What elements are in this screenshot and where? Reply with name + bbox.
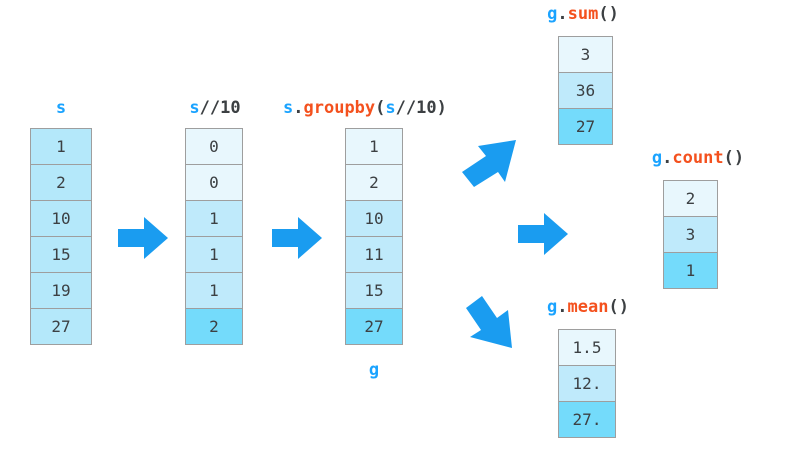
table-cell: 1 [345, 128, 403, 165]
table-cell: 10 [30, 200, 92, 237]
code-token-0: g [368, 360, 380, 380]
arrow-groupby-to-count [518, 209, 568, 259]
table-cell: 10 [345, 200, 403, 237]
table-cell: 36 [558, 72, 613, 109]
result-sum-label: g.sum() [528, 4, 638, 24]
table-cell: 27. [558, 401, 616, 438]
code-token-0: g [651, 148, 663, 168]
table-cell: 12. [558, 365, 616, 402]
table-cell: 1 [185, 200, 243, 237]
code-token-3: () [598, 4, 619, 24]
code-token-1: . [557, 297, 568, 317]
table-cell: 27 [30, 308, 92, 345]
code-token-1: . [662, 148, 673, 168]
code-token-2: sum [567, 4, 599, 24]
code-token-6: ) [436, 98, 447, 118]
table-cell: 1 [30, 128, 92, 165]
table-cell: 15 [30, 236, 92, 273]
table-cell: 27 [558, 108, 613, 145]
arrow-groupby-to-sum [452, 132, 524, 204]
table-cell: 1.5 [558, 329, 616, 366]
code-token-1: . [557, 4, 568, 24]
table-cell: 1 [185, 272, 243, 309]
table-cell: 2 [185, 308, 243, 345]
table-cell: 1 [663, 252, 718, 289]
code-token-0: s [55, 98, 67, 118]
table-cell: 0 [185, 164, 243, 201]
code-token-3: () [608, 297, 629, 317]
table-cell: 3 [558, 36, 613, 73]
arrow-div-to-groupby [272, 213, 322, 263]
table-cell: 11 [345, 236, 403, 273]
code-token-3: () [723, 148, 745, 168]
table-cell: 2 [30, 164, 92, 201]
code-token-2: mean [567, 297, 609, 317]
table-cell: 2 [663, 180, 718, 217]
code-token-0: s [283, 98, 294, 118]
table-cell: 15 [345, 272, 403, 309]
table-cell: 19 [30, 272, 92, 309]
series-s-label: s [30, 98, 92, 118]
table-cell: 1 [185, 236, 243, 273]
code-token-2: count [672, 148, 724, 168]
series-groupby-caption: g [345, 360, 403, 380]
result-mean-label: g.mean() [528, 297, 648, 317]
code-token-0: s [189, 98, 200, 118]
code-token-0: g [547, 297, 558, 317]
code-token-0: g [547, 4, 558, 24]
code-token-1: //10 [199, 98, 241, 118]
table-cell: 2 [345, 164, 403, 201]
code-token-4: s [385, 98, 396, 118]
table-cell: 3 [663, 216, 718, 253]
code-token-2: groupby [303, 98, 376, 118]
code-token-5: //10 [395, 98, 437, 118]
table-cell: 27 [345, 308, 403, 345]
arrow-groupby-to-mean [452, 296, 524, 368]
arrow-s-to-div [118, 213, 168, 263]
result-count-label: g.count() [633, 148, 763, 168]
table-cell: 0 [185, 128, 243, 165]
series-div-label: s//10 [155, 98, 275, 118]
series-groupby-label: s.groupby(s//10) [283, 98, 463, 118]
code-token-1: . [293, 98, 304, 118]
code-token-3: ( [375, 98, 386, 118]
